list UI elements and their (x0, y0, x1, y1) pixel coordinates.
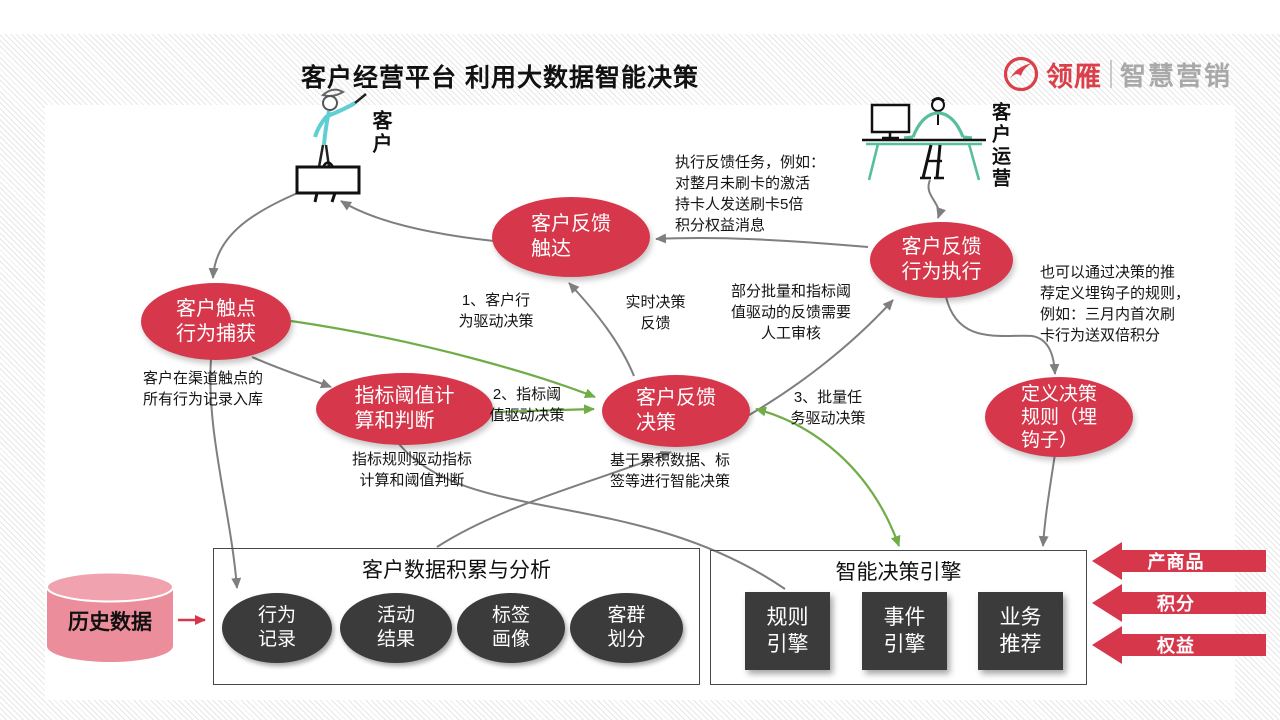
note-threshold-driven: 2、指标阈值驱动决策 (489, 386, 565, 424)
node-feedback-reach: 客户反馈触达 (492, 197, 650, 277)
customer-data-box-title: 客户数据积累与分析 (362, 559, 551, 582)
history-data-label: 历史数据 (68, 611, 152, 634)
oval-segment: 客群划分 (570, 593, 683, 663)
sq-rule-engine: 规则引擎 (745, 592, 830, 670)
operator-person-icon (862, 97, 986, 181)
node-threshold-calc: 指标阈值计算和判断 (316, 373, 493, 445)
note-manual-review: 部分批量和指标阈值驱动的反馈需要人工审核 (730, 283, 851, 342)
brand-tagline: 智慧营销 (1120, 60, 1233, 91)
goose-logo-icon (1003, 56, 1039, 92)
logo-divider (1110, 60, 1112, 88)
decision-engine-box: 智能决策引擎 (710, 550, 1087, 685)
side-arrow-products: 产商品 (1092, 542, 1268, 580)
note-record-store: 客户在渠道触点的所有行为记录入库 (143, 370, 264, 408)
brand-logo: 领雁 智慧营销 (1002, 54, 1232, 94)
page-title: 客户经营平台 利用大数据智能决策 (301, 64, 699, 92)
oval-activity-result: 活动结果 (340, 593, 452, 663)
note-threshold-rule: 指标规则驱动指标计算和阈值判断 (351, 451, 472, 489)
sq-event-engine: 事件引擎 (862, 592, 947, 670)
operator-actor-label: 客户运营 (989, 102, 1010, 190)
oval-tag-portrait: 标签画像 (457, 593, 565, 663)
node-feedback-execute: 客户反馈行为执行 (870, 222, 1013, 298)
history-data-cylinder: 历史数据 (45, 570, 175, 665)
oval-behavior-record: 行为记录 (222, 593, 332, 663)
customer-person-icon (295, 88, 367, 203)
node-define-rules: 定义决策规则（埋钩子） (985, 377, 1133, 457)
top-white-strip (0, 0, 1280, 34)
note-behavior-driven: 1、客户行为驱动决策 (458, 292, 534, 330)
side-arrow-points: 积分 (1092, 584, 1268, 622)
side-arrow-benefits: 权益 (1092, 626, 1268, 664)
cylinder-shape (46, 571, 174, 662)
note-batch-driven: 3、批量任务驱动决策 (790, 389, 866, 427)
note-exec-task: 执行反馈任务，例如：对整月未刷卡的激活持卡人发送刷卡5倍积分权益消息 (675, 154, 826, 234)
sq-biz-recommend: 业务推荐 (978, 592, 1063, 670)
note-hook-rule: 也可以通过决策的推荐定义埋钩子的规则，例如：三月内首次刷卡行为送双倍积分 (1040, 264, 1191, 344)
customer-actor-label: 客户 (369, 110, 391, 156)
brand-name: 领雁 (1046, 61, 1102, 92)
node-touchpoint-capture: 客户触点行为捕获 (141, 283, 291, 360)
node-feedback-decision: 客户反馈决策 (602, 375, 750, 447)
note-realtime-feedback: 实时决策反馈 (625, 294, 686, 332)
decision-engine-box-title: 智能决策引擎 (835, 561, 962, 584)
note-smart-decision: 基于累积数据、标签等进行智能决策 (610, 452, 731, 490)
